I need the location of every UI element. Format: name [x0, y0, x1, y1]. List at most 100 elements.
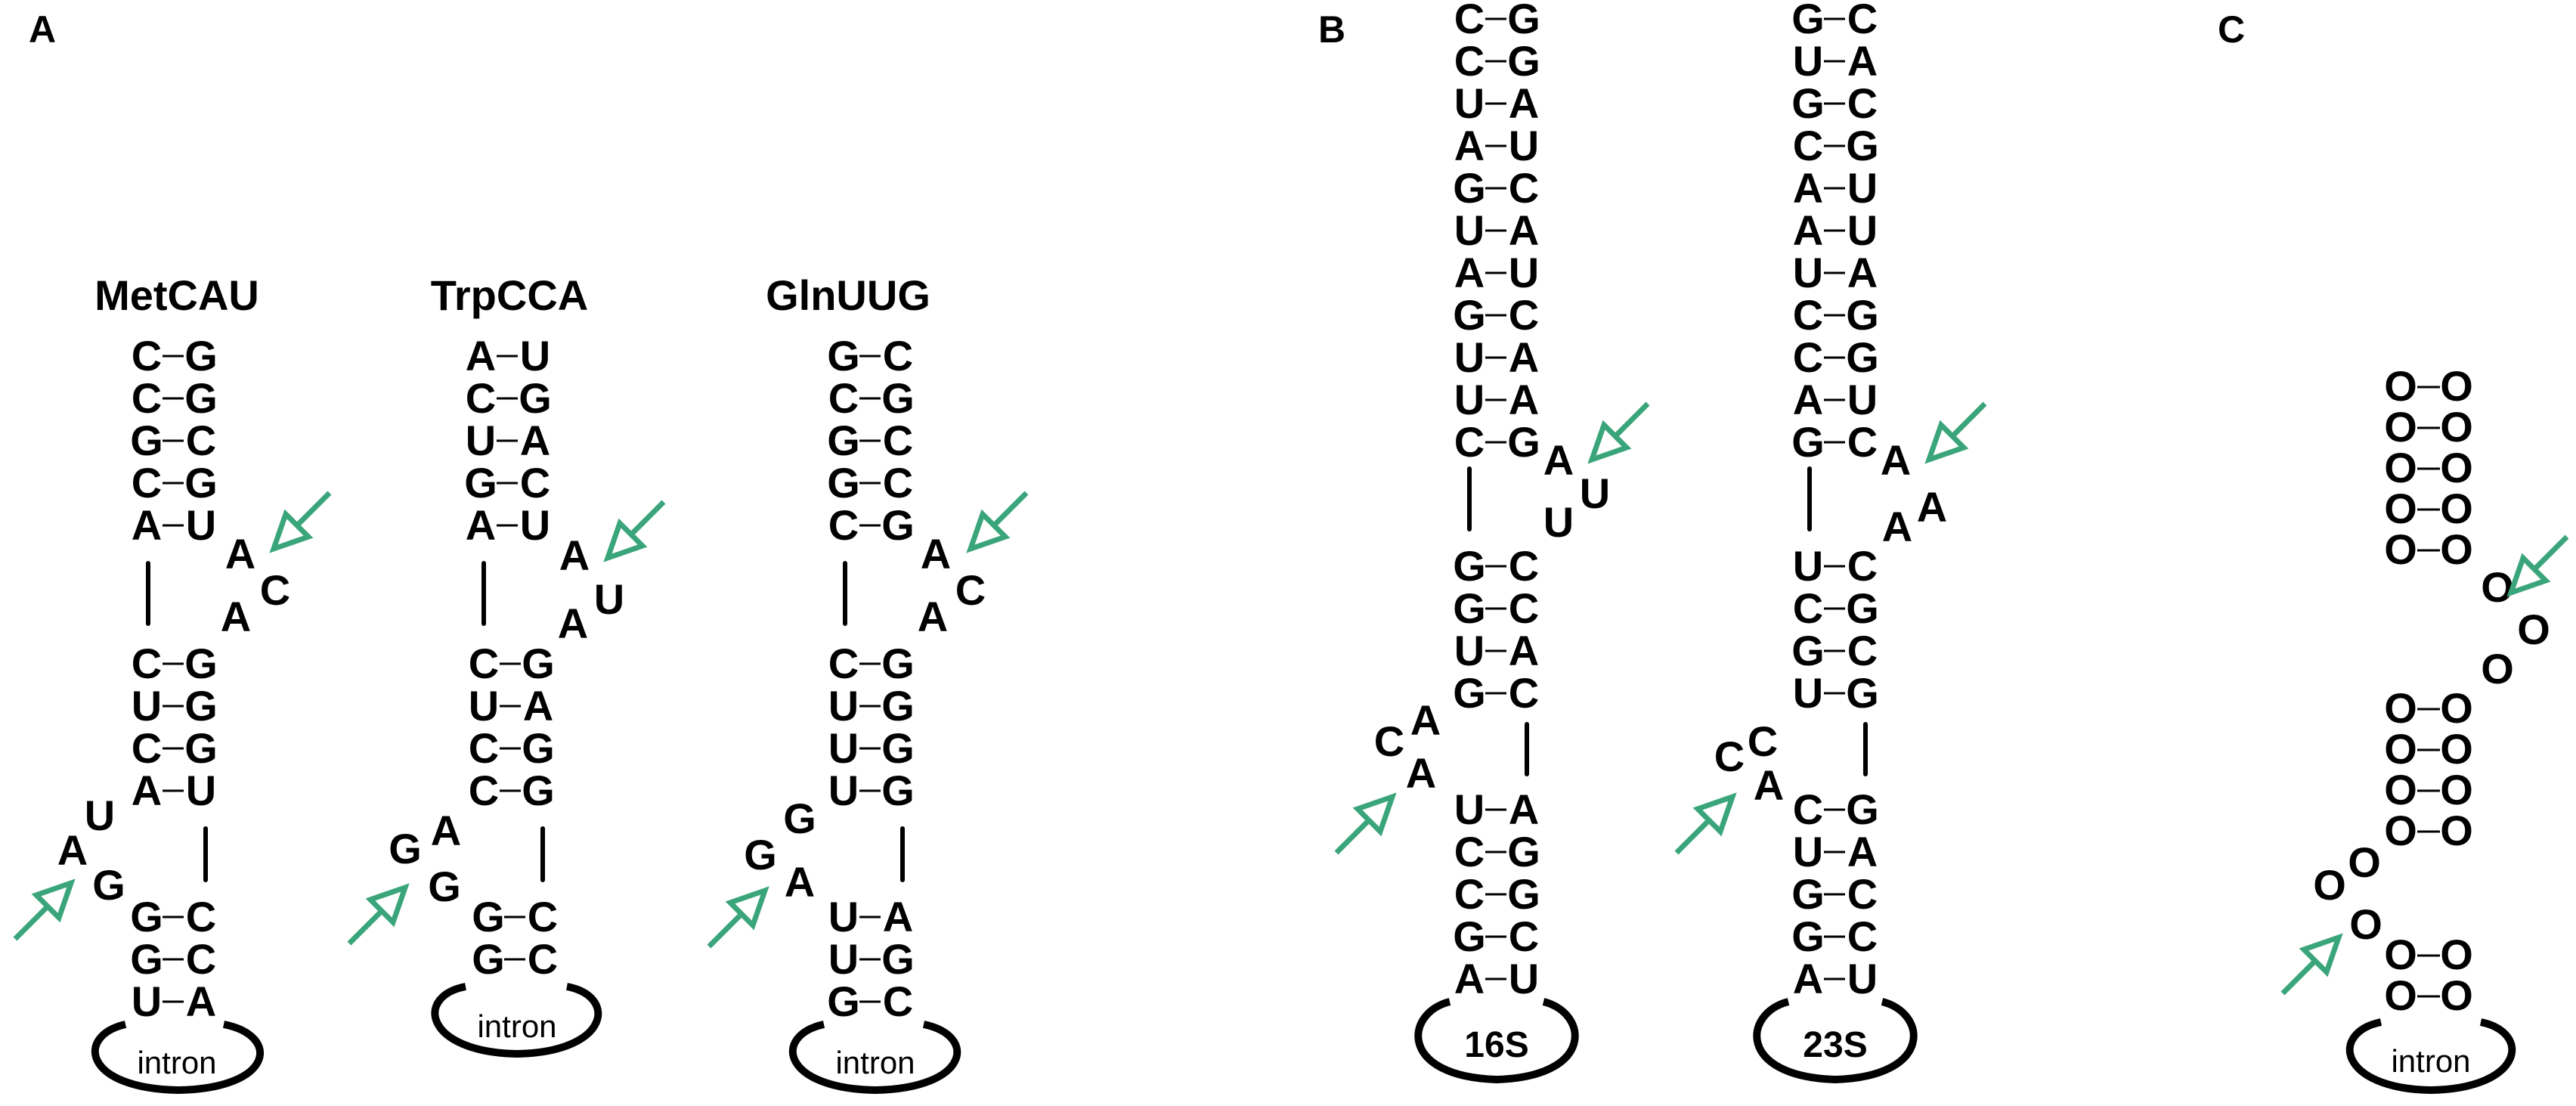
- panel-letter-b: B: [1318, 8, 1345, 51]
- nucleotide: G: [428, 863, 461, 910]
- nucleotide: U: [828, 682, 859, 730]
- nucleotide: G: [881, 640, 915, 687]
- nucleotide: C: [186, 893, 216, 940]
- nucleotide: G: [783, 795, 816, 842]
- nucleotide-symbol: O: [2384, 403, 2417, 451]
- middle-stem: C G U A C G C G: [469, 640, 555, 814]
- nucleotide: U: [828, 893, 859, 940]
- nucleotide-symbol: O: [2384, 807, 2417, 854]
- nucleotide: A: [1882, 503, 1912, 550]
- cleavage-arrow-icon: [709, 891, 765, 946]
- nucleotide: G: [881, 682, 915, 730]
- bottom-stem: O O O O: [2384, 931, 2473, 1019]
- nucleotide: G: [184, 459, 218, 507]
- nucleotide: A: [1454, 122, 1485, 169]
- nucleotide: C: [883, 417, 913, 464]
- bottom-stem: C G U A G C G C A U: [1791, 785, 1879, 1002]
- nucleotide: G: [92, 861, 125, 909]
- nucleotide: G: [881, 501, 915, 549]
- nucleotide-symbol: O: [2481, 563, 2514, 611]
- nucleotide: G: [1846, 584, 1879, 632]
- middle-stem: G C G C U A G C: [1453, 542, 1539, 717]
- nucleotide: C: [132, 374, 162, 422]
- nucleotide: G: [1453, 669, 1486, 717]
- nucleotide: A: [1793, 164, 1823, 212]
- nucleotide: G: [184, 724, 218, 772]
- cleavage-arrow-icon: [2511, 537, 2567, 593]
- nucleotide: A: [1454, 955, 1485, 1002]
- nucleotide: C: [132, 724, 162, 772]
- cleavage-arrow-icon: [274, 493, 330, 549]
- nucleotide: A: [1754, 761, 1784, 809]
- nucleotide: U: [594, 575, 624, 623]
- nucleotide-symbol: O: [2384, 525, 2417, 573]
- nucleotide: C: [1847, 79, 1878, 127]
- nucleotide: A: [1509, 79, 1539, 127]
- nucleotide: C: [1847, 0, 1878, 42]
- nucleotide: G: [881, 724, 915, 772]
- nucleotide: C: [1714, 733, 1745, 780]
- nucleotide: C: [1847, 542, 1878, 590]
- top-stem: G C U A G C C G A U A U U A: [1791, 0, 1879, 466]
- nucleotide: A: [1847, 249, 1878, 296]
- nucleotide: C: [1454, 828, 1485, 875]
- nucleotide: G: [1791, 418, 1825, 466]
- nucleotide: C: [883, 977, 913, 1025]
- nucleotide: C: [955, 566, 986, 614]
- right-bulge: A U A: [558, 531, 624, 647]
- nucleotide: A: [1509, 627, 1539, 674]
- nucleotide: A: [1847, 37, 1878, 85]
- generic-bhb-structure: O O O O O O O O O O O O O: [2283, 362, 2567, 1095]
- nucleotide: A: [1509, 333, 1539, 381]
- nucleotide: A: [431, 807, 461, 854]
- left-bulge: U A G: [57, 792, 125, 909]
- panel-b: B C G C G U A A U G C U A: [1318, 0, 1985, 1084]
- structure-title: GlnUUG: [766, 271, 930, 319]
- nucleotide: C: [466, 374, 496, 422]
- bottom-stem: G C G C: [472, 893, 558, 983]
- loop-label: intron: [477, 1008, 556, 1044]
- nucleotide: A: [1917, 483, 1947, 531]
- nucleotide: U: [828, 935, 859, 983]
- nucleotide-symbol: O: [2440, 403, 2473, 451]
- nucleotide: C: [528, 893, 558, 940]
- nucleotide-symbol: O: [2384, 766, 2417, 813]
- nucleotide: A: [1793, 206, 1823, 254]
- nucleotide: G: [1453, 164, 1486, 212]
- middle-stem: U C C G G C U G: [1791, 542, 1879, 717]
- nucleotide-symbol: O: [2384, 684, 2417, 732]
- nucleotide-symbol: O: [2517, 606, 2550, 653]
- nucleotide: U: [1847, 376, 1878, 423]
- right-bulge: A C A: [918, 530, 986, 640]
- right-bulge: A C A: [221, 530, 290, 640]
- nucleotide: C: [1509, 164, 1539, 212]
- bottom-stem: G C G C U A: [130, 893, 216, 1025]
- nucleotide: C: [186, 935, 216, 983]
- nucleotide-symbol: O: [2384, 725, 2417, 773]
- nucleotide-symbol: O: [2313, 861, 2346, 909]
- nucleotide: U: [186, 767, 216, 814]
- loop-label: intron: [835, 1045, 915, 1080]
- loop-label: 23S: [1803, 1025, 1867, 1065]
- nucleotide-symbol: O: [2481, 645, 2514, 692]
- nucleotide-symbol: O: [2440, 485, 2473, 532]
- top-stem: C G C G G C C G A U: [130, 332, 218, 549]
- nucleotide: U: [1793, 249, 1823, 296]
- nucleotide: U: [1793, 542, 1823, 590]
- nucleotide: A: [1847, 828, 1878, 875]
- nucleotide: C: [1454, 870, 1485, 918]
- nucleotide: G: [881, 767, 915, 814]
- nucleotide-symbol: O: [2440, 362, 2473, 410]
- nucleotide: G: [1453, 291, 1486, 339]
- nucleotide-symbol: O: [2440, 444, 2473, 491]
- nucleotide: U: [520, 501, 550, 549]
- middle-stem: C G U G C G A U: [132, 640, 218, 814]
- left-bulge: C C A: [1714, 717, 1784, 809]
- nucleotide: U: [1454, 627, 1485, 674]
- right-bulge: A A A: [1881, 436, 1947, 550]
- nucleotide: C: [883, 459, 913, 507]
- nucleotide: G: [1453, 912, 1486, 960]
- nucleotide: G: [881, 935, 915, 983]
- nucleotide: A: [466, 501, 496, 549]
- rna-loop: [1414, 998, 1579, 1084]
